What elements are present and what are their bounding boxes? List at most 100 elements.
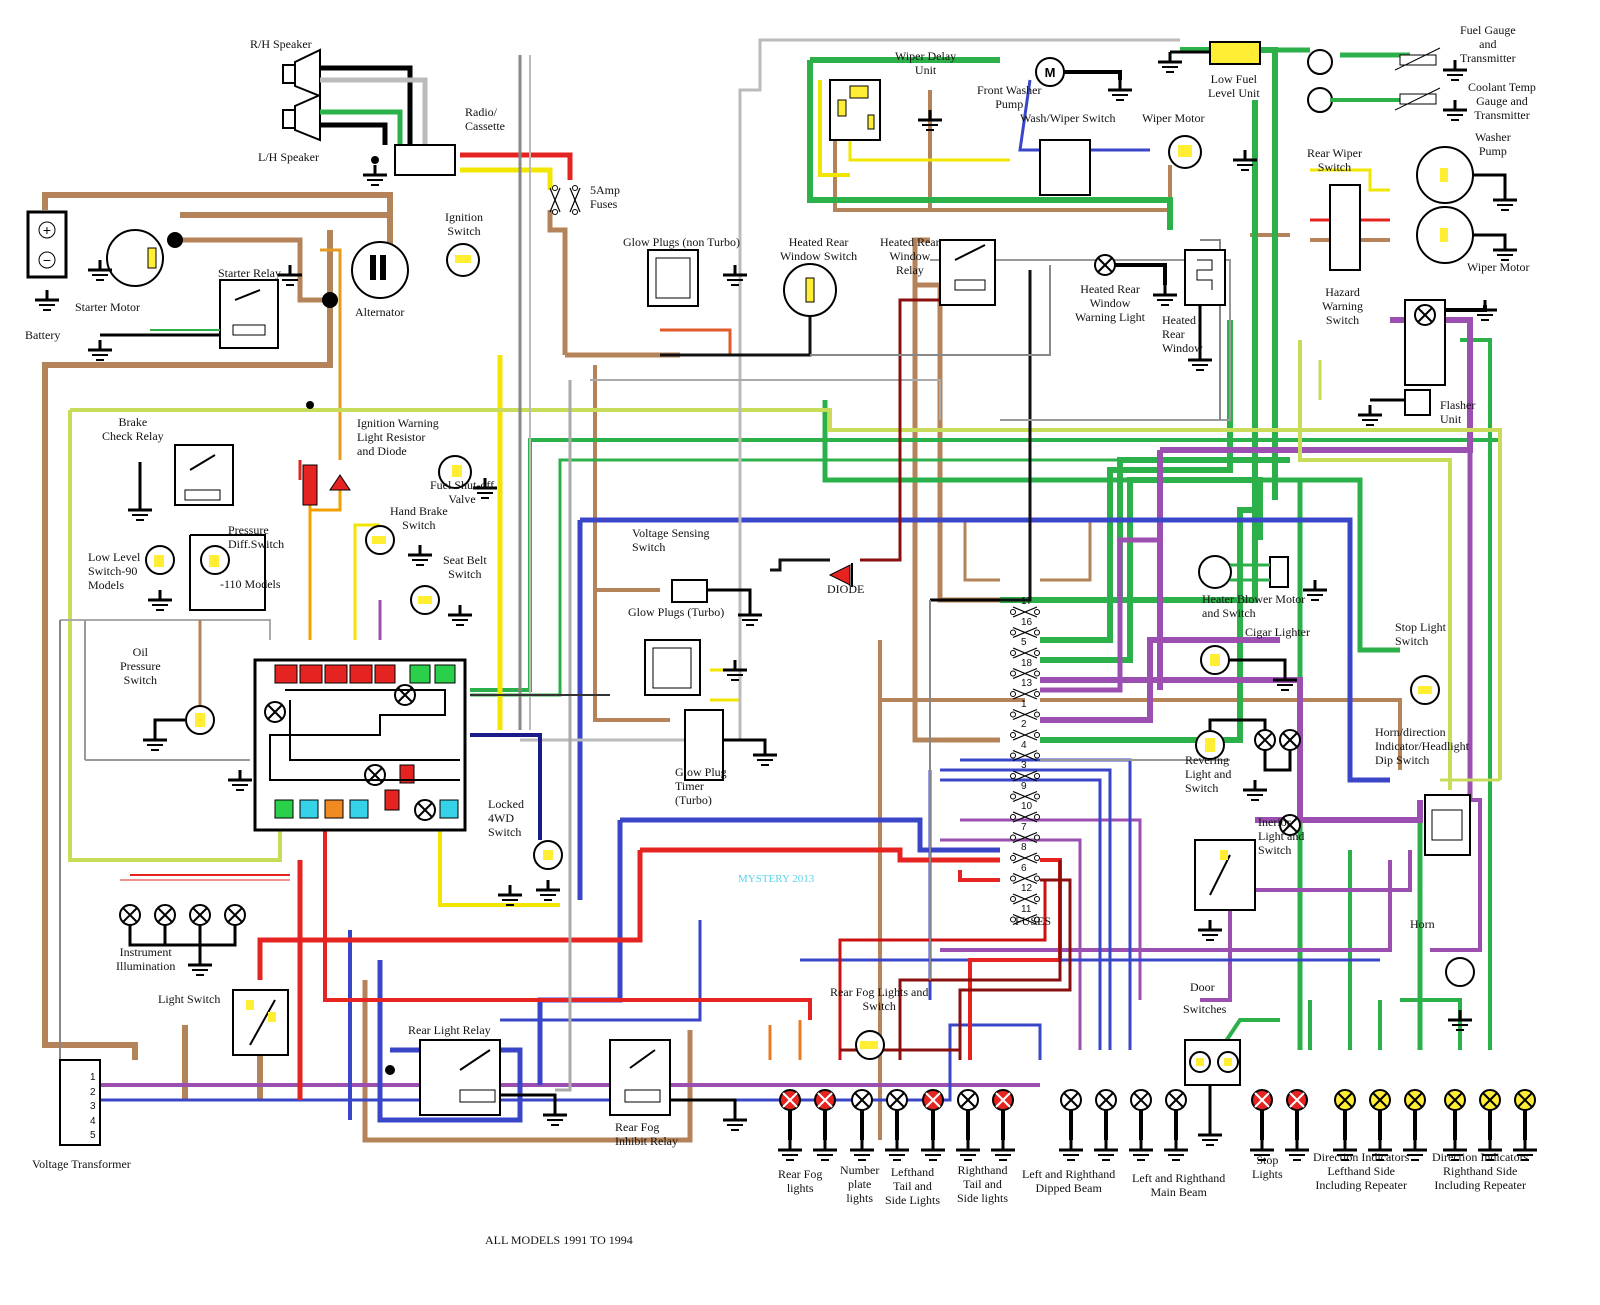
rear-fog-inhibit-relay-label: Rear Fog Inhibit Relay [615,1120,678,1148]
heated-rear-window-label: Heated Rear Window [1162,313,1203,355]
starter-motor [86,229,183,287]
locked-4wd-switch-label: Locked 4WD Switch [488,797,524,839]
lh-speaker [282,93,403,145]
diode [828,563,853,587]
heated-rear-window-warning-light [1094,254,1179,307]
seat-belt-switch-label: Seat Belt Switch [443,553,487,581]
seat-belt-switch [410,585,474,627]
transformer-pin: 2 [90,1086,96,1098]
heated-rear-window [1184,249,1226,372]
fuel-shutoff-valve [438,455,499,500]
rear-light-relay-label: Rear Light Relay [408,1023,491,1037]
heated-rear-window-warning-label: Heated Rear Window Warning Light [1075,282,1146,324]
lamp-icon [1060,1089,1082,1111]
fuse-number: 12 [1021,883,1033,894]
coolant-temp-label: Coolant Temp Gauge and Transmitter [1468,80,1536,122]
wiper-delay-unit [829,79,944,141]
svg-text:M: M [1045,65,1056,80]
instrument-illumination [119,904,246,977]
lamp-icon [851,1089,873,1111]
ignition-warning-label: Ignition Warning Light Resistor and Diod… [357,416,439,458]
low-level-switch [145,545,175,612]
rh-tail-side-label: Righthand Tail and Side lights [957,1163,1009,1205]
wash-wiper-switch-label: Wash/Wiper Switch [1020,111,1116,125]
radio-cassette [361,144,456,187]
fuse-number: 17 [1021,596,1033,607]
fuse-number: 8 [1021,842,1027,853]
flasher-unit-label: Flasher Unit [1440,398,1476,426]
horn-switch-label: Horn/direction Indicator/Headlight Dip S… [1375,725,1469,767]
ignition-warning-resistor [302,401,351,506]
reversing-light-switch [1195,718,1301,802]
glow-plug-timer [684,709,779,781]
svg-text:−: − [43,252,51,268]
fuse-number: 10 [1021,801,1033,812]
glow-plug-timer-label: Glow Plug Timer (Turbo) [675,765,727,807]
ignition-switch [446,243,480,277]
horn [1445,957,1475,1032]
watermark: MYSTERY 2013 [738,873,815,885]
fuse-number: 13 [1021,678,1033,689]
glow-plugs-turbo-label: Glow Plugs (Turbo) [628,605,725,619]
low-fuel-level-unit-label: Low Fuel Level Unit [1208,72,1260,100]
rear-fog-inhibit-relay [609,1039,749,1132]
rear-fog-lights-label: Rear Fog lights [778,1167,823,1195]
heated-rear-window-relay-label: Heated Rear Window Relay [880,235,940,277]
fuse-5 [1009,647,1041,659]
interior-light-label: Inerior Light and Switch [1258,815,1305,857]
door-switches [1184,1039,1241,1147]
door-switches-sub: Switches [1183,1002,1227,1016]
fuse-17 [1009,606,1041,618]
models-110-label: -110 Models [220,577,281,591]
rh-speaker-label: R/H Speaker [250,37,312,51]
fuse-16 [1009,626,1041,639]
oil-pressure-switch [141,620,215,752]
fuse-number: 4 [1021,739,1027,751]
starter-motor-label: Starter Motor [75,300,140,314]
diode-label: DIODE [827,582,865,596]
transformer-pin: 1 [90,1072,96,1083]
fuse-number: 6 [1021,862,1027,874]
lamp-icon [1369,1089,1391,1111]
rear-lamp-row [776,1089,1539,1162]
hand-brake-switch [365,525,434,567]
lamp-icon [922,1089,944,1111]
lamp-icon [992,1089,1014,1111]
washer-pump [1416,146,1519,212]
fuel-gauge [1307,47,1469,82]
wiper-delay-unit-label: Wiper Delay Unit [895,49,957,77]
cigar-lighter [1200,645,1299,692]
heater-blower-label: Heater Blower Motor and Switch [1202,592,1306,620]
lamp-icon [1095,1089,1117,1111]
pressure-diff-switch-label: Pressure Diff.Switch [228,523,285,551]
flasher-unit [1356,389,1431,427]
lamp-icon [1479,1089,1501,1111]
voltage-transformer [59,1059,101,1146]
voltage-transformer-label: Voltage Transformer [32,1157,131,1171]
fuse-number: 3 [1021,760,1027,771]
instrument-cluster [226,658,467,832]
lamp-icon [814,1089,836,1111]
wash-wiper-switch [1039,139,1091,196]
fuse-number: 11 [1021,903,1032,915]
wiper-motor-rear [1416,206,1519,264]
lamp-icon [1444,1089,1466,1111]
rear-wiper-switch [1329,184,1361,271]
cigar-lighter-label: Cigar Lighter [1245,625,1310,639]
fuses-5amp-label: 5Amp Fuses [590,183,620,211]
light-switch-label: Light Switch [158,992,221,1006]
heated-rear-window-relay [939,239,996,306]
instrument-illumination-label: Instrument Illumination [116,945,176,973]
low-level-switch-label: Low Level Switch-90 Models [88,550,141,592]
lamp-icon [1286,1089,1308,1111]
fuse-1 [1009,708,1041,721]
horn-label: Horn [1410,917,1435,931]
battery: + − [26,210,68,312]
glow-plugs-non-turbo [647,249,749,307]
lamp-icon [779,1089,801,1111]
fuse-2 [1009,729,1041,741]
wiper-motor-front-label: Wiper Motor [1142,111,1205,125]
fuse-number: 16 [1021,616,1033,628]
rh-speaker [282,48,428,145]
lamp-icon [1334,1089,1356,1111]
